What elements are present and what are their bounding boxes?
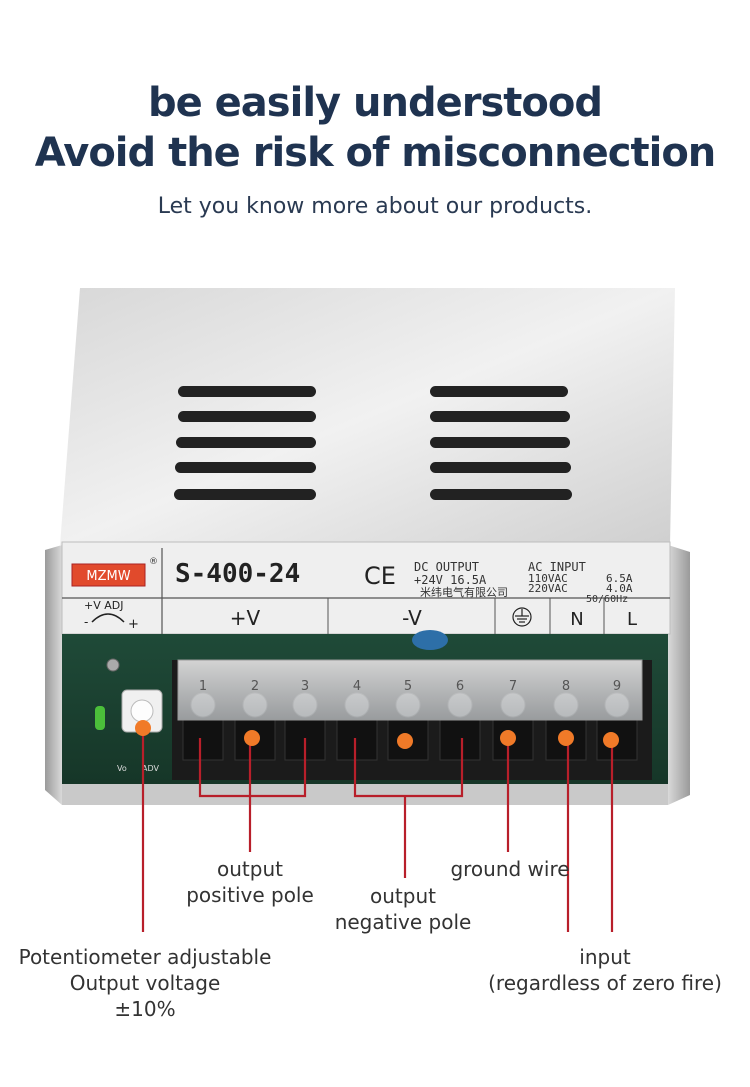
terminal-slot[interactable] <box>439 719 481 761</box>
terminal-number: 2 <box>251 679 259 694</box>
side-wall-left <box>45 545 62 805</box>
terminal-number: 7 <box>509 679 517 694</box>
terminal-slot[interactable] <box>336 719 378 761</box>
frequency: 50/60Hz <box>586 594 628 605</box>
terminal-label-negative: -V <box>402 606 422 630</box>
ce-mark: CE <box>364 562 396 590</box>
input-220: 220VAC <box>528 582 568 595</box>
adv-label: ADV <box>142 764 159 773</box>
model-number: S-400-24 <box>175 559 300 589</box>
terminal-number: 6 <box>456 679 464 694</box>
subtitle: Let you know more about our products. <box>157 194 593 219</box>
brand-badge <box>71 563 146 587</box>
callout-output-positive: output positive pole <box>186 857 314 907</box>
callout-potentiometer: Potentiometer adjustable Output voltage … <box>18 945 272 1021</box>
callout-lines <box>141 730 614 932</box>
connection-markers <box>135 720 619 749</box>
terminal-label-positive: +V <box>230 606 261 630</box>
terminal-number: 5 <box>404 679 412 694</box>
input-220-current: 4.0A <box>606 582 633 595</box>
adj-label: +V ADJ <box>84 599 123 612</box>
input-title: AC INPUT <box>528 560 586 574</box>
callout-ground: ground wire <box>450 857 570 881</box>
output-title: DC OUTPUT <box>414 560 479 574</box>
headline-line1: be easily understood <box>147 80 603 126</box>
input-110: 110VAC <box>528 572 568 585</box>
terminal-number: 3 <box>301 679 309 694</box>
callout-output-negative: output negative pole <box>334 884 472 934</box>
terminal-label-n: N <box>570 609 583 630</box>
vo-label: Vo <box>117 764 127 773</box>
terminal-number: 4 <box>353 679 361 694</box>
bottom-lip <box>62 784 668 805</box>
vent-slots-left <box>174 386 316 500</box>
manufacturer: 米纬电气有限公司 <box>420 585 508 599</box>
brand-text: MZMW <box>86 569 130 584</box>
svg-text:-: - <box>84 615 88 629</box>
svg-text:+: + <box>128 617 139 632</box>
output-spec: +24V 16.5A <box>414 573 487 587</box>
capacitor <box>412 630 448 650</box>
led-indicator <box>95 706 105 730</box>
headline-line2: Avoid the risk of misconnection <box>34 130 717 176</box>
input-110-current: 6.5A <box>606 572 633 585</box>
terminal-number: 8 <box>562 679 570 694</box>
terminal-numbers: 1 2 3 4 5 6 7 8 9 <box>199 679 621 694</box>
side-wall-right <box>668 545 690 805</box>
svg-text:®: ® <box>149 557 158 567</box>
terminal-label-l: L <box>627 609 637 630</box>
terminal-number: 9 <box>613 679 621 694</box>
terminal-cover <box>177 659 643 721</box>
adj-arrow-icon <box>91 613 125 623</box>
terminal-number: 1 <box>199 679 207 694</box>
metal-top-cover <box>60 288 675 545</box>
vent-slots-right <box>430 386 572 500</box>
ground-symbol-icon <box>512 607 532 627</box>
terminal-slot[interactable] <box>182 719 224 761</box>
label-plate <box>61 541 671 635</box>
callout-input: input (regardless of zero fire) <box>488 945 722 995</box>
